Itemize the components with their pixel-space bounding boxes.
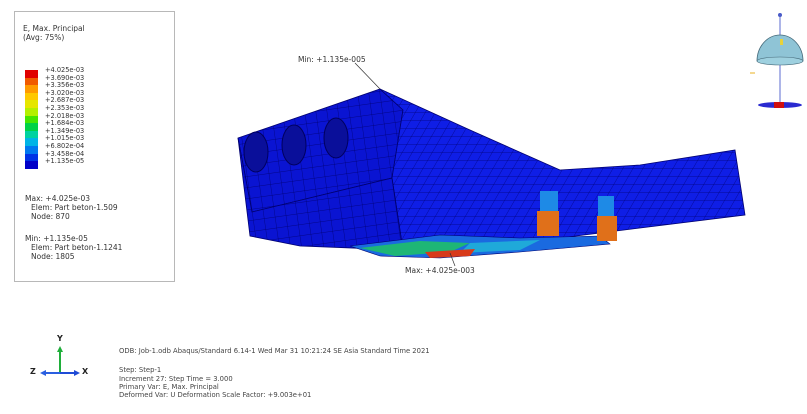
- triad-axes-icon: [40, 346, 80, 376]
- legend-swatch: [25, 100, 38, 108]
- view-orientation-icon: [750, 13, 804, 108]
- max-leader-line: [449, 252, 456, 267]
- status-increment-line: Increment 27: Step Time = 3.000: [119, 375, 233, 383]
- legend-swatch: [25, 153, 38, 162]
- legend-tick-label: +6.802e-04: [45, 141, 85, 150]
- hot-spot-2-lower: [597, 216, 617, 241]
- legend-swatch: [25, 130, 38, 139]
- legend-tick-label: +3.020e-03: [45, 88, 85, 97]
- legend-tick-label: +2.018e-03: [45, 111, 85, 120]
- legend-tick-label: +2.687e-03: [45, 96, 85, 105]
- contour-legend: E, Max. Principal (Avg: 75%) +4.025e-03+…: [14, 11, 175, 282]
- legend-min-label: Min: +1.135e-05: [25, 234, 88, 243]
- legend-tick-label: +3.458e-04: [45, 149, 85, 158]
- legend-swatch: [25, 85, 38, 93]
- min-leader-line: [354, 62, 381, 90]
- legend-tick-label: +4.025e-03: [45, 66, 85, 74]
- legend-tick-label: +1.349e-03: [45, 126, 85, 135]
- legend-swatch: [25, 161, 38, 169]
- hot-spot-1-upper: [540, 191, 558, 211]
- legend-tick-labels: +4.025e-03+3.690e-03+3.356e-03+3.020e-03…: [45, 66, 85, 166]
- legend-title: E, Max. Principal: [23, 24, 85, 33]
- status-step-line: Step: Step-1: [119, 366, 162, 374]
- legend-swatch: [25, 123, 38, 131]
- status-deformed-var-line: Deformed Var: U Deformation Scale Factor…: [119, 391, 312, 399]
- legend-swatch: [25, 115, 38, 124]
- legend-max-node: Node: 870: [31, 212, 70, 221]
- legend-tick-label: +1.684e-03: [45, 119, 85, 128]
- hot-spot-1-lower: [537, 211, 559, 236]
- opening-2: [281, 124, 307, 166]
- legend-tick-label: +3.690e-03: [45, 73, 85, 82]
- opening-3: [323, 117, 349, 159]
- legend-swatch: [25, 70, 38, 78]
- legend-max-block: Max: +4.025e-03 Elem: Part beton-1.509 N…: [25, 194, 175, 221]
- legend-max-elem: Elem: Part beton-1.509: [31, 203, 118, 212]
- legend-min-elem: Elem: Part beton-1.1241: [31, 243, 123, 252]
- legend-swatch: [25, 138, 38, 146]
- legend-tick-label: +1.015e-03: [45, 134, 85, 143]
- legend-min-node: Node: 1805: [31, 252, 75, 261]
- triad-x-label: X: [82, 367, 89, 376]
- legend-swatch: [25, 92, 38, 101]
- max-annotation: Max: +4.025e-003: [405, 266, 475, 275]
- triad-z-label: Z: [30, 367, 36, 376]
- legend-tick-label: +3.356e-03: [45, 81, 85, 90]
- legend-min-block: Min: +1.135e-05 Elem: Part beton-1.1241 …: [25, 234, 175, 261]
- legend-swatch: [25, 77, 38, 86]
- legend-swatch: [25, 145, 38, 154]
- status-primary-var-line: Primary Var: E, Max. Principal: [119, 383, 219, 391]
- triad-y-label: Y: [57, 334, 63, 343]
- legend-max-label: Max: +4.025e-03: [25, 194, 91, 203]
- legend-tick-label: +1.135e-05: [45, 157, 85, 166]
- min-annotation: Min: +1.135e-005: [298, 55, 366, 64]
- model-top-surface: [379, 88, 746, 251]
- hot-spot-2-upper: [598, 196, 614, 216]
- legend-title-block: E, Max. Principal (Avg: 75%): [23, 24, 173, 42]
- coordinate-triad: Y Z X: [30, 334, 90, 388]
- legend-subtitle: (Avg: 75%): [23, 33, 65, 42]
- opening-1: [243, 131, 269, 173]
- legend-swatch: [25, 107, 38, 116]
- legend-color-bar: [25, 70, 38, 169]
- status-odb-line: ODB: Job-1.odb Abaqus/Standard 6.14-1 We…: [119, 347, 430, 355]
- contour-cyan-zone: [460, 240, 540, 253]
- legend-tick-label: +2.353e-03: [45, 103, 85, 112]
